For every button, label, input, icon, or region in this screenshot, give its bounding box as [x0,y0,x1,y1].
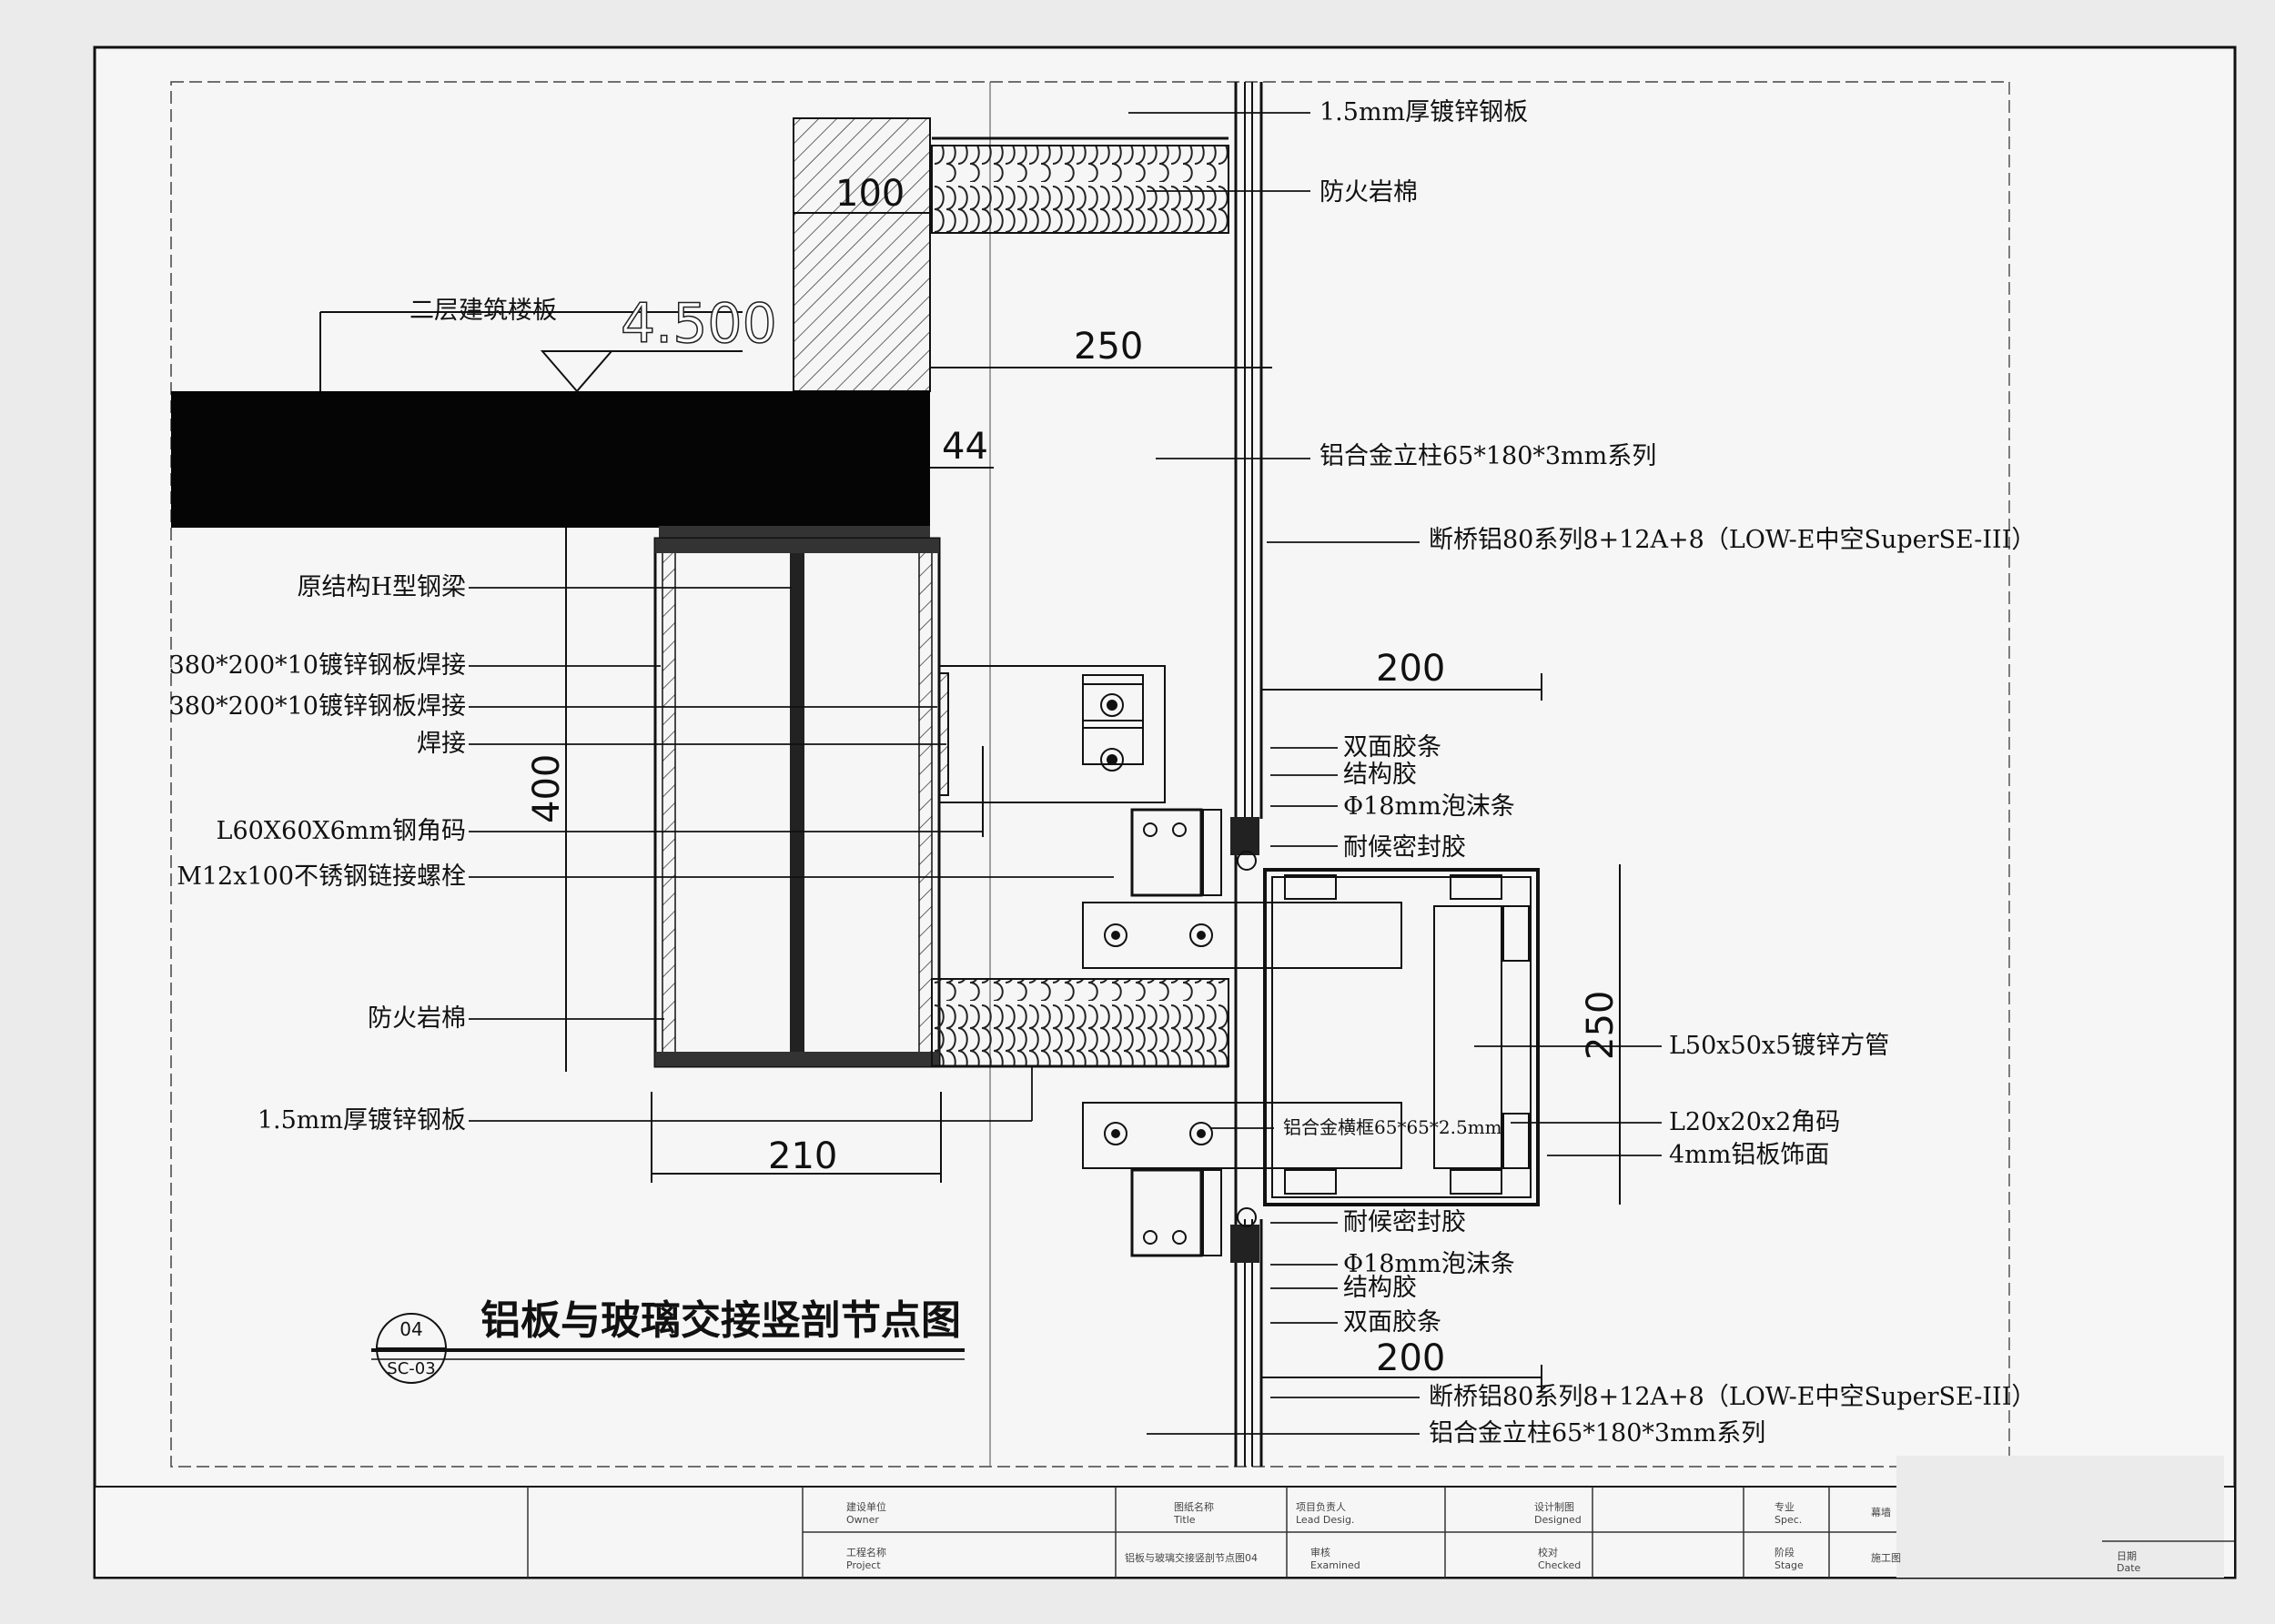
tb-stage: 阶段 [1774,1546,1795,1558]
tb-spec: 专业 [1774,1500,1795,1513]
tb-checked: 校对 [1538,1546,1558,1558]
label-tube: L50x50x5镀锌方管 [1669,1032,1889,1060]
dimension-lines [565,212,1621,1392]
label-mullion-top: 铝合金立柱65*180*3mm系列 [1320,442,1656,470]
dim-210: 210 [768,1135,837,1177]
title-block [94,1456,2236,1579]
bolt-icon [1100,693,1124,772]
outer-border [93,45,2237,1579]
aluminum-transom [1082,808,1402,1257]
label-slab: 二层建筑楼板 [410,297,557,325]
concrete-upstand [793,117,931,392]
dim-44: 44 [942,426,988,468]
seal-gasket-bottom [1230,1207,1259,1263]
tb-title: 图纸名称 [1174,1500,1214,1513]
label-top-wool: 防火岩棉 [1320,178,1418,207]
label-glass-bottom: 断桥铝80系列8+12A+8（LOW-E中空SuperSE-III） [1429,1383,2036,1411]
tb-examined-en: Examined [1310,1559,1360,1571]
elevation-value: 4.500 [621,292,777,356]
label-tape-bottom: 双面胶条 [1343,1308,1441,1337]
label-weld: 焊接 [417,730,466,758]
tb-stage-value: 施工图 [1871,1552,1901,1564]
label-foam-top: Φ18mm泡沫条 [1343,792,1515,821]
bolt-icon [1104,822,1213,1245]
tb-title-en: Title [1173,1514,1196,1526]
dim-250-top: 250 [1074,326,1143,368]
label-bolt: M12x100不锈钢链接螺栓 [177,862,466,891]
label-tape-top: 双面胶条 [1343,733,1441,762]
tb-owner-en: Owner [846,1514,879,1526]
slab-bottom-strip [659,526,930,539]
tb-designed: 设计制图 [1534,1501,1574,1513]
tb-date-en: Date [2117,1562,2141,1574]
floor-slab [171,391,930,528]
detail-number: 04 [399,1318,422,1340]
seal-gasket-top [1230,817,1259,871]
dim-400: 400 [526,754,568,823]
elevation-marker: 4.500 [319,291,778,393]
label-glue-top: 结构胶 [1343,761,1417,789]
detail-title: 04 SC-03 铝板与玻璃交接竖剖节点图 [371,1297,965,1384]
dim-100: 100 [835,173,905,215]
galvanized-square-tube [1263,868,1540,1206]
tb-drawing-name: 铝板与玻璃交接竖剖节点图04 [1125,1551,1258,1564]
tb-project: 工程名称 [846,1546,886,1558]
label-glass-top: 断桥铝80系列8+12A+8（LOW-E中空SuperSE-III） [1429,526,2036,554]
drawing-title: 铝板与玻璃交接竖剖节点图 [480,1297,961,1344]
label-seal-top: 耐候密封胶 [1343,833,1466,862]
tb-project-en: Project [846,1559,881,1571]
dim-250-box: 250 [1580,991,1622,1060]
label-seal-bottom: 耐候密封胶 [1343,1208,1466,1236]
tb-date: 日期 [2117,1550,2137,1562]
label-mullion-bottom: 铝合金立柱65*180*3mm系列 [1429,1419,1765,1447]
tb-spec-value: 幕墙 [1871,1506,1891,1518]
tb-checked-en: Checked [1538,1559,1581,1571]
label-panel: 4mm铝板饰面 [1669,1141,1829,1169]
label-angle: L20x20x2角码 [1669,1108,1840,1136]
tb-designed-en: Designed [1534,1514,1582,1526]
steel-bracket [938,665,1166,837]
fire-wool-bottom [931,978,1229,1067]
label-wool: 防火岩棉 [368,1004,466,1033]
detail-sheet-ref: SC-03 [387,1359,435,1378]
label-glue-bottom: 结构胶 [1343,1274,1417,1302]
label-beam: 原结构H型钢梁 [297,573,466,601]
label-top-plate: 1.5mm厚镀锌钢板 [1320,98,1528,126]
dim-200-bottom: 200 [1376,1337,1445,1379]
label-plate1: 380*200*10镀锌钢板焊接 [169,651,466,680]
dim-200-top: 200 [1376,648,1445,690]
label-plate-bottom: 1.5mm厚镀锌钢板 [258,1106,466,1135]
tb-stage-en: Stage [1774,1559,1804,1571]
label-foam-bottom: Φ18mm泡沫条 [1343,1250,1515,1278]
tb-lead: 项目负责人 [1296,1500,1346,1513]
tb-lead-en: Lead Desig. [1296,1514,1354,1526]
label-angle-bracket: L60X60X6mm钢角码 [217,817,466,845]
tb-owner: 建设单位 [846,1500,886,1513]
tb-spec-en: Spec. [1774,1514,1802,1526]
label-plate2: 380*200*10镀锌钢板焊接 [169,692,466,721]
fire-wool-top [931,145,1229,234]
label-transom: 铝合金横框65*65*2.5mm [1283,1116,1502,1138]
leader-lines [469,112,1662,1435]
tb-examined: 审核 [1310,1546,1330,1558]
